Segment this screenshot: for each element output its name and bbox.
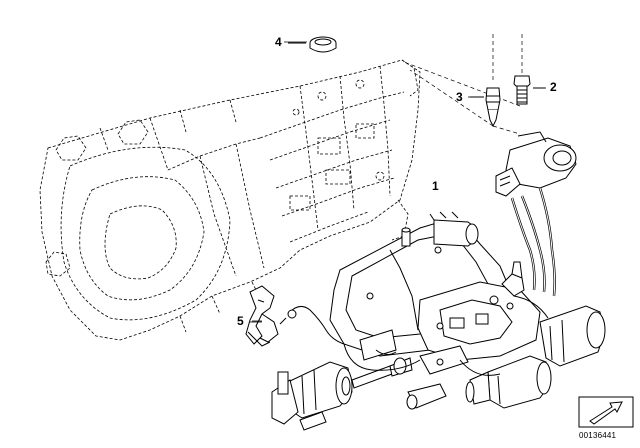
part-3-pin [470, 87, 501, 128]
part-4-plug-cap [288, 36, 337, 53]
part-1-hydraulic-unit [271, 131, 606, 431]
callout-5: 5 [237, 314, 244, 328]
reference-code: 00136441 [579, 431, 617, 440]
part-5-bracket-wire [245, 285, 345, 347]
callout-leaders [252, 41, 546, 322]
leader-lines [403, 34, 523, 135]
nav-arrow [578, 396, 634, 428]
callout-1: 1 [432, 179, 439, 193]
callout-2: 2 [550, 80, 557, 94]
callout-4: 4 [275, 35, 282, 49]
part-2-screw-plug [513, 75, 545, 105]
transmission-housing [39, 59, 421, 341]
callout-3: 3 [456, 90, 463, 104]
